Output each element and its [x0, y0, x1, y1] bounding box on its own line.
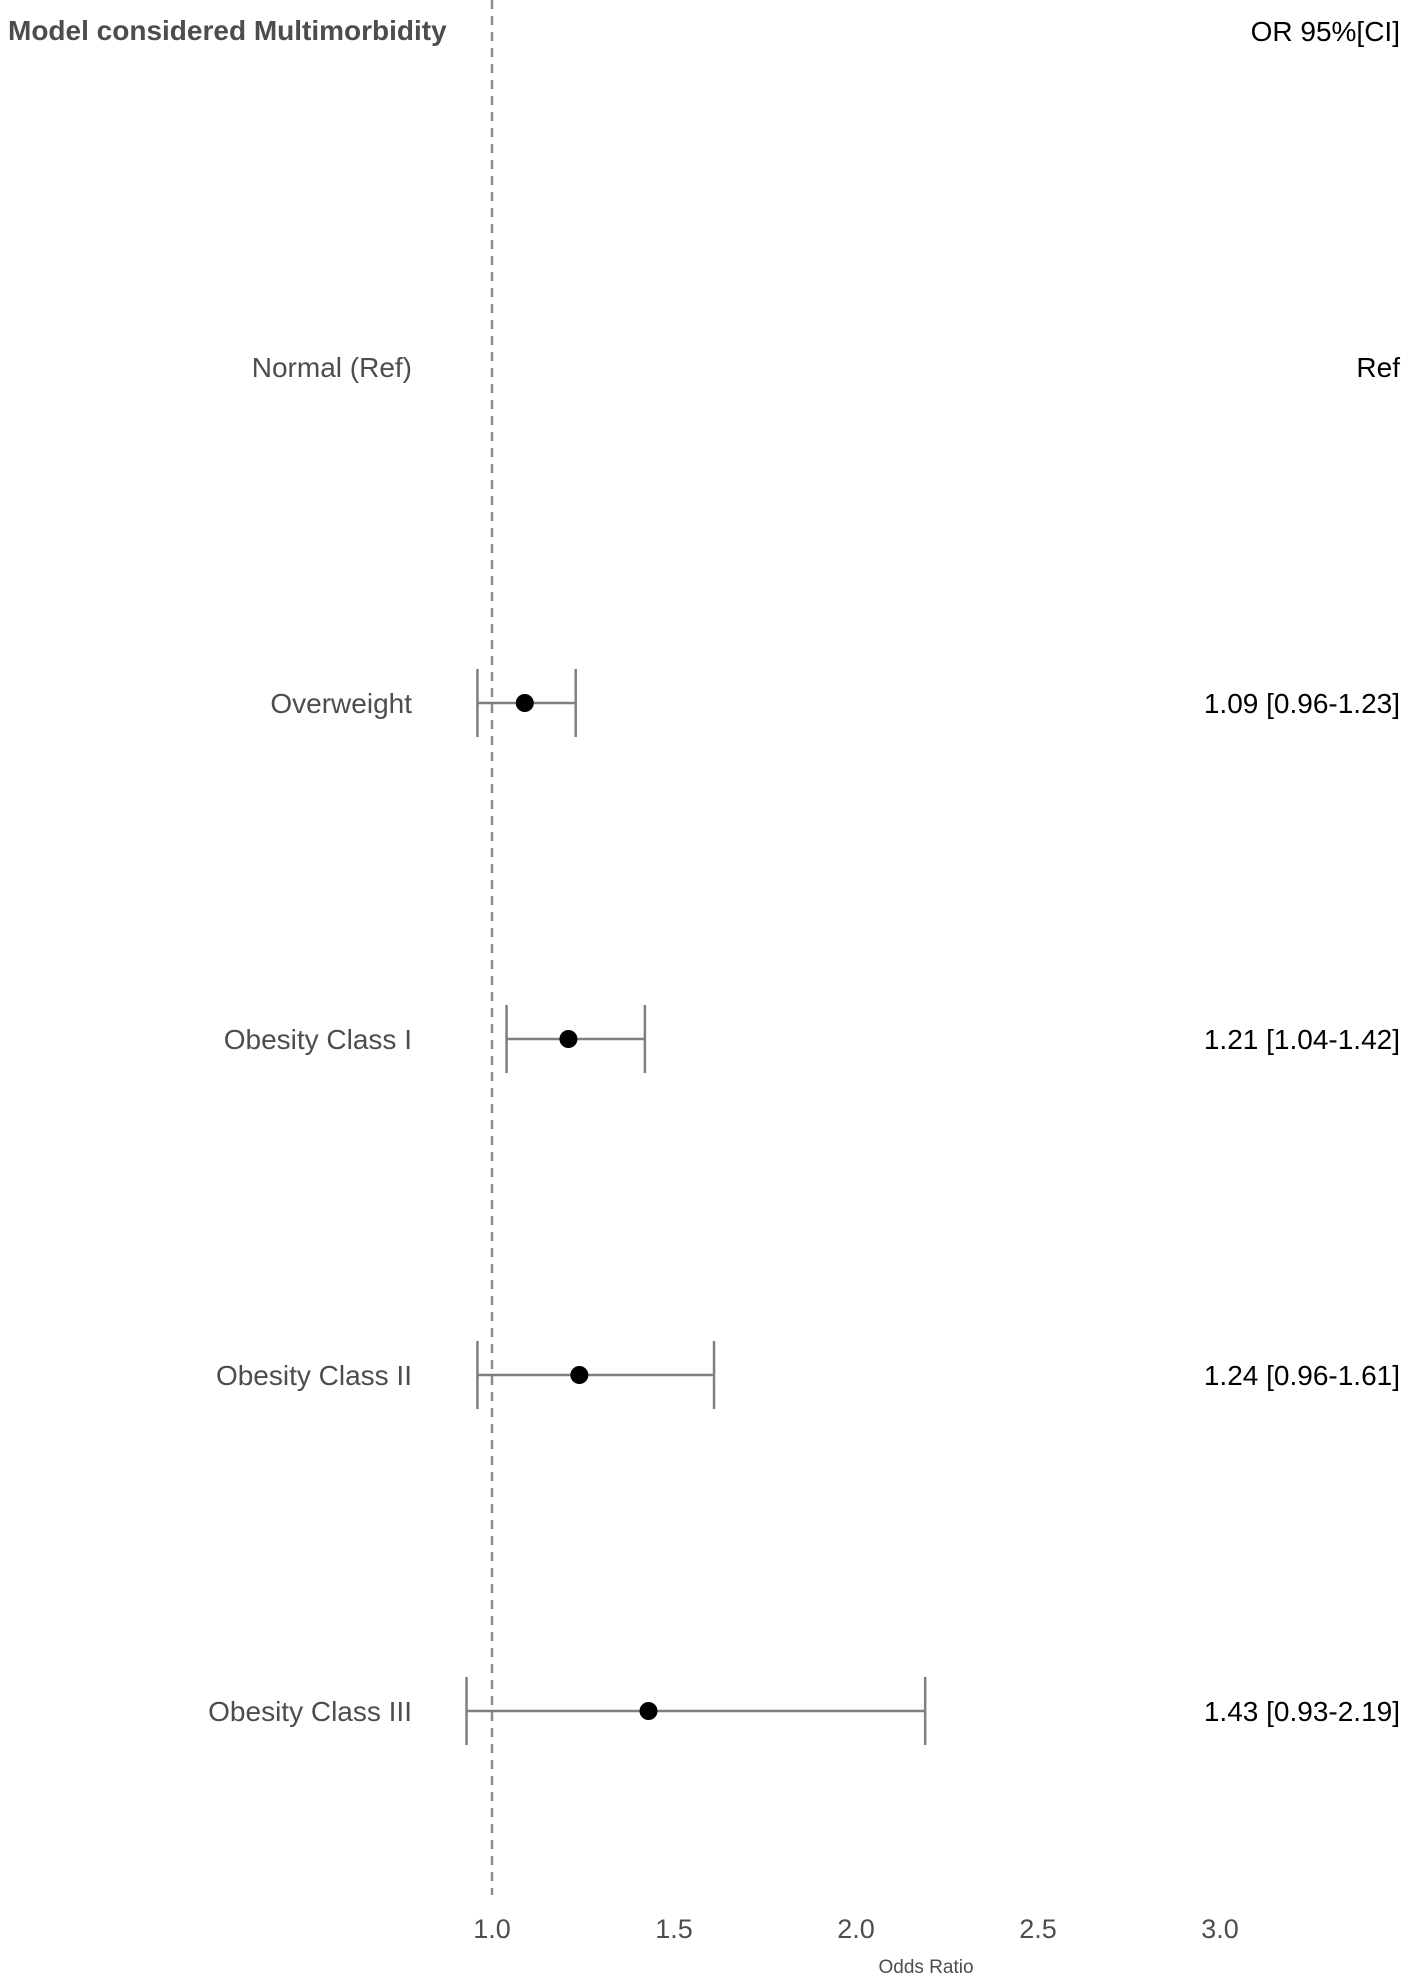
row-label: Obesity Class I: [224, 1024, 412, 1055]
x-axis-label: Odds Ratio: [878, 1957, 973, 1978]
odds-ratio-point: [515, 694, 534, 712]
chart-title: Model considered Multimorbidity: [8, 15, 447, 46]
row-value-text: 1.09 [0.96-1.23]: [1204, 688, 1400, 719]
forest-row: Obesity Class I 1.21 [1.04-1.42]: [224, 1005, 1400, 1073]
row-value-text: Ref: [1356, 352, 1400, 383]
x-tick-label: 2.5: [1019, 1914, 1057, 1944]
x-tick-label: 1.0: [473, 1914, 511, 1944]
x-axis-ticks: 1.0 1.5 2.0 2.5 3.0: [473, 1914, 1239, 1944]
row-label: Overweight: [270, 688, 412, 719]
row-value-text: 1.21 [1.04-1.42]: [1204, 1024, 1400, 1055]
row-label: Obesity Class II: [216, 1360, 412, 1391]
ci-column-header: OR 95%[CI]: [1251, 16, 1400, 47]
row-label: Obesity Class III: [208, 1696, 412, 1727]
odds-ratio-point: [639, 1702, 658, 1720]
forest-row: Normal (Ref) Ref: [252, 352, 1400, 383]
forest-row: Overweight 1.09 [0.96-1.23]: [270, 669, 1400, 737]
row-value-text: 1.24 [0.96-1.61]: [1204, 1360, 1400, 1391]
forest-row: Obesity Class II 1.24 [0.96-1.61]: [216, 1341, 1400, 1409]
odds-ratio-point: [570, 1366, 589, 1384]
row-label: Normal (Ref): [252, 352, 412, 383]
row-value-text: 1.43 [0.93-2.19]: [1204, 1696, 1400, 1727]
x-tick-label: 3.0: [1201, 1914, 1239, 1944]
x-tick-label: 2.0: [837, 1914, 875, 1944]
forest-row: Obesity Class III 1.43 [0.93-2.19]: [208, 1677, 1400, 1745]
odds-ratio-point: [559, 1030, 578, 1048]
x-tick-label: 1.5: [655, 1914, 693, 1944]
